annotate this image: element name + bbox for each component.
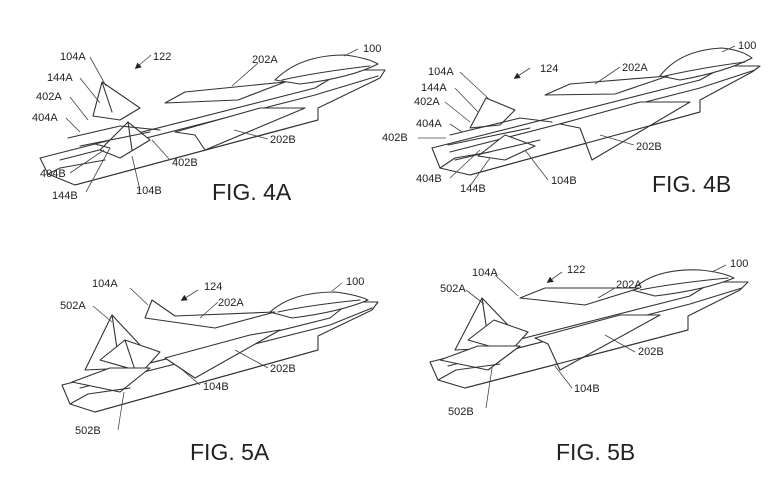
- ref-label: 202B: [270, 134, 296, 146]
- figure-4a: 100 122 202A 104A 144A 402A 404A 404B 14…: [32, 43, 386, 205]
- ref-label: 502B: [448, 406, 474, 418]
- ref-label: 104A: [60, 51, 86, 63]
- ref-label: 104A: [472, 267, 498, 279]
- ref-label: 202A: [218, 297, 244, 309]
- figure-caption: FIG. 4A: [212, 179, 292, 205]
- ref-label: 144A: [421, 82, 447, 94]
- ref-label: 122: [567, 264, 585, 276]
- ref-label: 404B: [40, 168, 66, 180]
- ref-label: 502A: [440, 283, 466, 295]
- reference-labels-5b: 104A 122 100 202A 502A 202B 104B 502B: [440, 258, 748, 418]
- ref-label: 104A: [92, 278, 118, 290]
- figure-5a: 104A 124 100 202A 502A 202B 104B 502B FI…: [60, 276, 379, 465]
- aircraft-5b: [429, 269, 749, 389]
- ref-label: 100: [346, 276, 364, 288]
- ref-label: 402A: [414, 96, 440, 108]
- figure-4b: 100 124 202A 104A 144A 402A 404A 402B 40…: [382, 40, 761, 197]
- ref-label: 104B: [203, 381, 229, 393]
- ref-label: 202B: [636, 141, 662, 153]
- figure-caption: FIG. 5B: [556, 439, 635, 465]
- ref-label: 144B: [460, 183, 486, 195]
- ref-label: 100: [363, 43, 381, 55]
- ref-label: 100: [730, 258, 748, 270]
- ref-label: 202B: [270, 363, 296, 375]
- ref-label: 404B: [416, 173, 442, 185]
- ref-label: 402B: [172, 157, 198, 169]
- ref-label: 404A: [32, 112, 58, 124]
- ref-label: 202A: [616, 279, 642, 291]
- reference-labels-5a: 104A 124 100 202A 502A 202B 104B 502B: [60, 276, 364, 437]
- figure-caption: FIG. 5A: [190, 439, 270, 465]
- ref-label: 144B: [52, 190, 78, 202]
- ref-label: 122: [153, 51, 171, 63]
- ref-label: 100: [738, 40, 756, 52]
- reference-labels-4a: 100 122 202A 104A 144A 402A 404A 404B 14…: [32, 43, 381, 202]
- ref-label: 402A: [36, 91, 62, 103]
- ref-label: 124: [204, 281, 222, 293]
- leaders-4a: [65, 48, 359, 193]
- ref-label: 104B: [574, 383, 600, 395]
- aircraft-5a: [61, 291, 379, 413]
- ref-label: 502A: [60, 300, 86, 312]
- leaders-4b: [418, 45, 736, 187]
- leaders-5a: [92, 282, 343, 431]
- ref-label: 144A: [47, 72, 73, 84]
- ref-label: 502B: [75, 425, 101, 437]
- ref-label: 404A: [416, 118, 442, 130]
- ref-label: 104B: [136, 185, 162, 197]
- leaders-5b: [465, 264, 727, 409]
- ref-label: 104A: [428, 66, 454, 78]
- ref-label: 124: [540, 63, 558, 75]
- ref-label: 104B: [551, 175, 577, 187]
- ref-label: 402B: [382, 132, 408, 144]
- aircraft-4a: [39, 54, 386, 186]
- aircraft-4b: [431, 47, 761, 176]
- figure-caption: FIG. 4B: [652, 171, 731, 197]
- ref-label: 202A: [622, 62, 648, 74]
- reference-labels-4b: 100 124 202A 104A 144A 402A 404A 402B 40…: [382, 40, 756, 195]
- figure-5b: 104A 122 100 202A 502A 202B 104B 502B FI…: [429, 258, 749, 465]
- ref-label: 202A: [252, 54, 278, 66]
- ref-label: 202B: [638, 346, 664, 358]
